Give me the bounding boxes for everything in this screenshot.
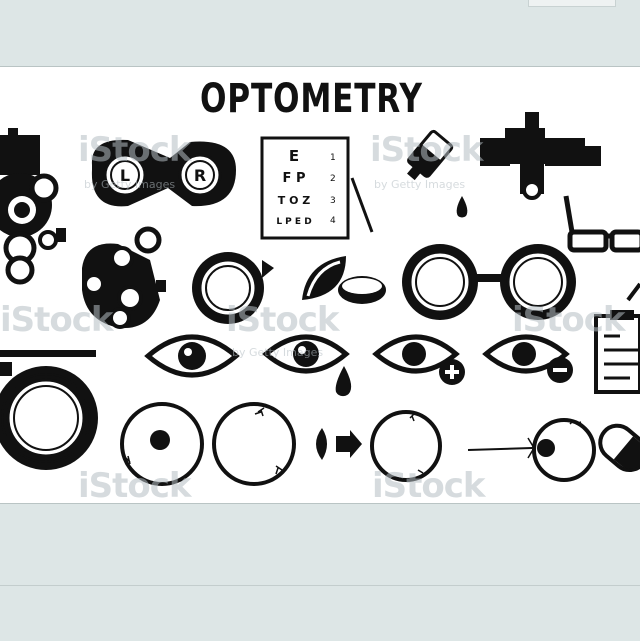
eye-minus-icon — [482, 334, 573, 383]
bottom-divider — [0, 585, 640, 586]
chart-row-4: L P E D — [276, 217, 311, 227]
trial-frame-right-label: R — [194, 166, 206, 185]
chart-row-3: T O Z — [278, 194, 311, 207]
chart-row-2: F P — [283, 171, 306, 186]
glasses-icon — [563, 195, 640, 253]
bottom-band — [0, 503, 640, 641]
chart-num-4: 4 — [330, 216, 336, 226]
slit-lamp-icon — [480, 112, 601, 200]
pen-icon — [626, 282, 640, 302]
large-lens-icon — [0, 350, 98, 470]
lens-to-eye-icon — [316, 410, 442, 482]
chart-row-1: E — [289, 147, 299, 165]
crying-eye-icon — [262, 334, 352, 397]
chart-num-3: 3 — [330, 196, 336, 206]
round-glasses-icon — [402, 244, 576, 320]
contact-lenses-icon — [302, 256, 386, 304]
phoropter-icon — [0, 128, 66, 285]
chart-num-1: 1 — [330, 153, 336, 163]
trial-frame-left-label: L — [120, 166, 130, 185]
eye-chart-icon: E F P T O Z L P E D 1 2 3 4 — [260, 136, 374, 240]
phoropter-small-icon — [82, 226, 166, 329]
lens-icon — [192, 252, 274, 324]
retina-icon — [212, 402, 296, 486]
eyeball-icon — [120, 402, 204, 486]
pill-icon — [598, 423, 640, 473]
chart-num-2: 2 — [330, 174, 336, 184]
laser-eye-icon — [467, 418, 596, 482]
eye-icon — [144, 334, 240, 378]
eye-plus-icon — [372, 334, 465, 385]
clipboard-icon — [594, 310, 640, 394]
trial-frame-icon: L R — [91, 139, 237, 207]
top-band — [0, 0, 640, 67]
eye-dropper-icon — [407, 129, 468, 218]
top-tab — [528, 0, 616, 7]
